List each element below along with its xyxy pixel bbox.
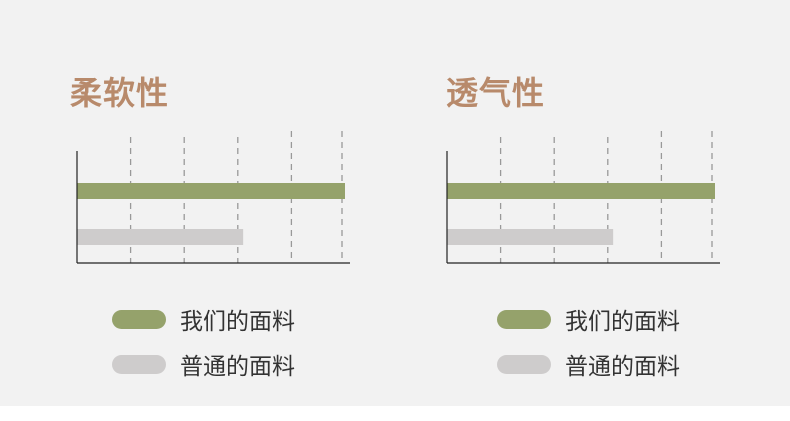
legend-label: 我们的面料: [565, 309, 680, 335]
legend-label: 普通的面料: [565, 354, 680, 380]
bar-normal: [447, 229, 614, 245]
legend-swatch-normal: [497, 354, 551, 374]
legend-swatch-normal: [112, 354, 166, 374]
chart-title-breathability: 透气性: [446, 74, 546, 112]
legend-swatch-ours: [497, 309, 551, 329]
legend-normal-left: 普通的面料: [112, 347, 295, 381]
bar-normal: [77, 229, 244, 245]
legend-swatch-ours: [112, 309, 166, 329]
legend-ours-right: 我们的面料: [497, 302, 680, 336]
legend-normal-right: 普通的面料: [497, 347, 680, 381]
breathability-chart: [446, 131, 720, 264]
legend-label: 普通的面料: [180, 354, 295, 380]
bar-ours: [77, 183, 345, 199]
background-panel: [0, 0, 790, 406]
bar-ours: [447, 183, 715, 199]
legend-ours-left: 我们的面料: [112, 302, 295, 336]
legend-label: 我们的面料: [180, 309, 295, 335]
softness-chart: [76, 131, 350, 264]
chart-title-softness: 柔软性: [70, 74, 170, 112]
